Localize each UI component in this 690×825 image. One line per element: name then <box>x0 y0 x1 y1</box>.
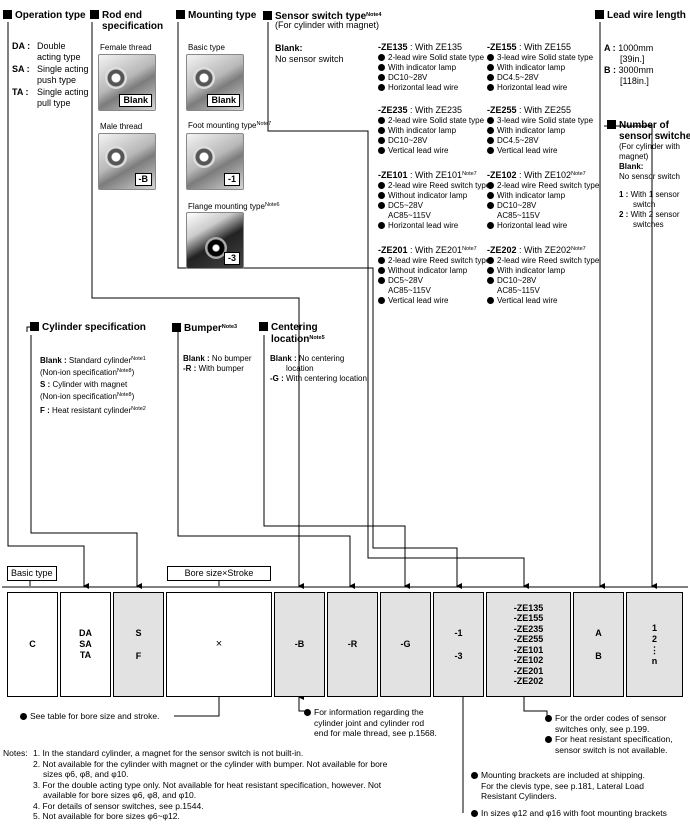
rod-end-title: Rod end specification <box>90 10 163 32</box>
order-code-pointer: For the order codes of sensor switches o… <box>545 713 673 755</box>
sensor-blank: Blank: No sensor switch <box>275 43 344 64</box>
centering-options: Blank : No centering location -G : With … <box>270 354 367 383</box>
lead-wire-title: Lead wire length <box>595 10 686 21</box>
basic-type-label-box: Basic type <box>7 566 57 581</box>
sensor-option-ze201: -ZE201 : With ZE201Note7 2-lead wire Ree… <box>378 245 491 305</box>
notes-block: Notes:1. In the standard cylinder, a mag… <box>3 748 388 821</box>
list-item: DA :Double acting type <box>12 41 81 62</box>
cylinder-spec-title: Cylinder specification <box>30 322 146 333</box>
lead-wire-options: A : 1000mm [39in.] B : 3000mm [118in.] <box>604 43 654 86</box>
code-box-rod-end: -B <box>274 592 325 697</box>
operation-type-list: DA :Double acting type SA :Single acting… <box>12 41 92 109</box>
foot-bracket-pointer: In sizes φ12 and φ16 with foot mounting … <box>471 808 667 819</box>
bumper-title: BumperNote3 <box>172 322 237 334</box>
code-box-sensor: -ZE135-ZE155-ZE235-ZE255 -ZE101-ZE102-ZE… <box>486 592 571 697</box>
list-item: SA :Single acting push type <box>12 64 89 85</box>
num-switch-options: (For cylinder with magnet) Blank: No sen… <box>619 142 680 229</box>
female-thread-tag: Blank <box>119 94 152 107</box>
female-thread-label: Female thread <box>100 43 152 52</box>
flange-mounting-label: Flange mounting typeNote6 <box>188 202 280 211</box>
foot-mounting-image: -1 <box>186 133 244 190</box>
code-box-centering: -G <box>380 592 431 697</box>
list-item: TA :Single acting pull type <box>12 87 89 108</box>
male-thread-tag: -B <box>134 173 152 186</box>
sensor-option-ze202: -ZE202 : With ZE202Note7 2-lead wire Ree… <box>487 245 600 305</box>
basic-type-image: Blank <box>186 54 244 111</box>
female-thread-image: Blank <box>98 54 156 111</box>
sensor-switch-subtitle: (For cylinder with magnet) <box>275 20 380 30</box>
sensor-option-ze235: -ZE235 : With ZE235 2-lead wire Solid st… <box>378 105 485 155</box>
foot-mounting-label: Foot mounting typeNote7 <box>188 121 272 130</box>
bore-size-pointer: See table for bore size and stroke. <box>20 711 159 722</box>
basic-type-label: Basic type <box>188 43 225 52</box>
operation-type-title: Operation type <box>3 10 86 21</box>
foot-mounting-tag: -1 <box>223 173 240 186</box>
sensor-option-ze101: -ZE101 : With ZE101Note7 2-lead wire Ree… <box>378 170 491 230</box>
flange-mounting-tag: -3 <box>223 252 240 265</box>
cylinder-spec-options: Blank : Standard cylinderNote1 (Non-ion … <box>40 356 146 415</box>
bracket-pointer: Mounting brackets are included at shippi… <box>471 770 645 802</box>
joint-pointer: For information regarding the cylinder j… <box>304 707 437 739</box>
male-thread-image: -B <box>98 133 156 190</box>
code-box-c: C <box>7 592 58 697</box>
male-thread-label: Male thread <box>100 122 143 131</box>
code-box-bumper: -R <box>327 592 378 697</box>
code-box-bore-stroke: × <box>166 592 272 697</box>
sensor-option-ze155: -ZE155 : With ZE155 3-lead wire Solid st… <box>487 42 594 92</box>
centering-title: Centering locationNote5 <box>259 322 325 345</box>
sensor-option-ze255: -ZE255 : With ZE255 3-lead wire Solid st… <box>487 105 594 155</box>
bore-stroke-label-box: Bore size×Stroke <box>167 566 271 581</box>
sensor-switch-title: Sensor switch typeNote4 <box>263 10 381 22</box>
bumper-options: Blank : No bumper -R : With bumper <box>183 354 252 373</box>
sensor-option-ze102: -ZE102 : With ZE102Note7 2-lead wire Ree… <box>487 170 600 230</box>
basic-type-tag: Blank <box>207 94 240 107</box>
flange-mounting-image: -3 <box>186 212 244 269</box>
mounting-type-title: Mounting type <box>176 10 256 21</box>
code-box-mounting: -1-3 <box>433 592 484 697</box>
num-switch-title: Number of sensor switches <box>607 120 690 142</box>
sensor-option-ze135: -ZE135 : With ZE135 2-lead wire Solid st… <box>378 42 485 92</box>
